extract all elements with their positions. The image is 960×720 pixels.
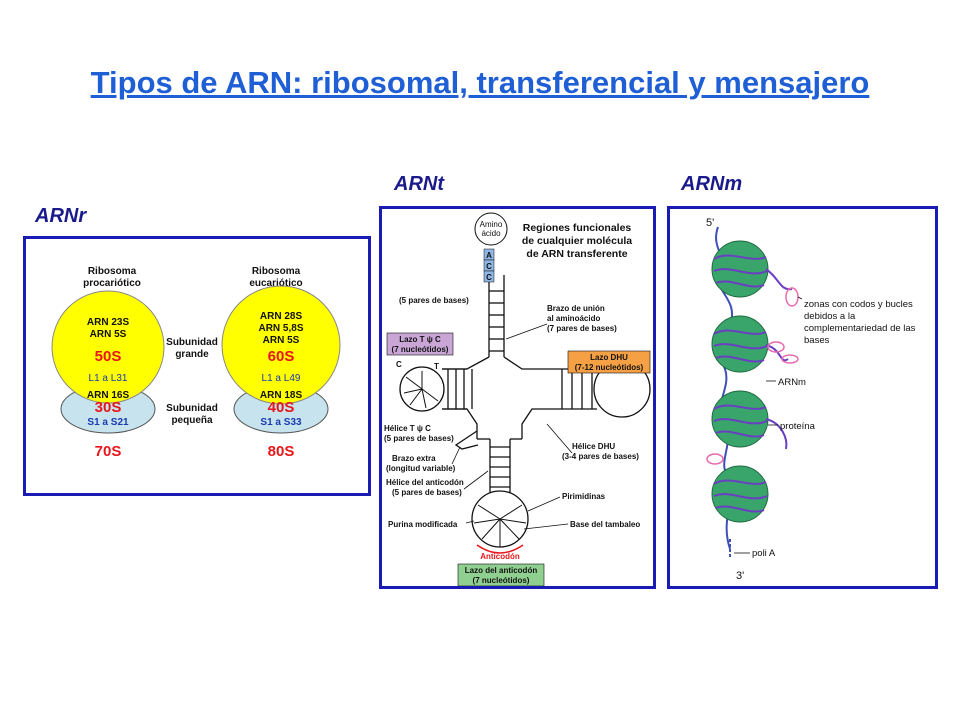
helice-anticodon-2: (5 pares de bases) — [392, 488, 462, 497]
label-arnr: ARNr — [35, 205, 87, 227]
lazo-tc-2: (7 nucleótidos) — [392, 345, 449, 354]
hairpin-loop — [781, 354, 799, 364]
proteina-label: proteína — [780, 421, 816, 432]
mrna-diagram: 5' 3' zonas con codos y bucles debidos a… — [706, 217, 916, 582]
label-arnt: ARNt — [394, 173, 444, 195]
brazo-union-3: (7 pares de bases) — [547, 324, 617, 333]
prok-total: 70S — [95, 443, 122, 460]
acc-c2: C — [486, 273, 492, 282]
ribosome-diagram: Ribosoma procariótico Ribosoma eucarióti… — [51, 266, 341, 460]
prok-title-2: procariótico — [83, 278, 141, 289]
euk-title-2: eucariótico — [249, 278, 302, 289]
arnr-panel: Ribosoma procariótico Ribosoma eucarióti… — [23, 236, 371, 496]
lazo-tc-1: Lazo T ψ C — [399, 335, 441, 344]
zonas-3: complementariedad de las — [804, 323, 916, 334]
five-prime: 5' — [706, 217, 714, 229]
helice-anticodon-1: Hélice del anticodón — [386, 478, 464, 487]
euk-total: 80S — [268, 443, 295, 460]
euk-large-rna-3: ARN 5S — [263, 335, 300, 346]
hairpin-loop — [785, 287, 799, 307]
page-title: Tipos de ARN: ribosomal, transferencial … — [90, 65, 870, 100]
acc-a: A — [486, 251, 492, 260]
helice-tc-1: Hélice T ψ C — [384, 424, 431, 433]
brazo-union-2: al aminoácido — [547, 314, 600, 323]
amino-label-1: Amino — [480, 220, 503, 229]
prok-small-rna: ARN 16S — [87, 390, 130, 401]
trna-heading-2: de cualquier molécula — [522, 235, 632, 247]
helice-tc-2: (5 pares de bases) — [384, 434, 454, 443]
arnt-panel: Regiones funcionales de cualquier molécu… — [379, 206, 656, 589]
lazo-dhu-box — [567, 350, 651, 374]
prok-title-1: Ribosoma — [88, 266, 137, 277]
prok-large-s: 50S — [95, 348, 122, 365]
helice-dhu-2: (3-4 pares de bases) — [562, 452, 639, 461]
amino-acid-circle — [474, 212, 508, 246]
lazo-tc-box — [386, 332, 454, 356]
anticodon-bracket — [476, 544, 524, 554]
lazo-anticodon-1: Lazo del anticodón — [465, 566, 538, 575]
anticodon-label: Anticodón — [480, 552, 520, 561]
hairpin-loop — [767, 341, 785, 353]
prok-large-rna-1: ARN 23S — [87, 317, 130, 328]
acc-c1: C — [486, 262, 492, 271]
euk-small-rna: ARN 18S — [260, 390, 303, 401]
sub-large-1: Subunidad — [166, 337, 218, 348]
arnm-label: ARNm — [778, 377, 806, 388]
euk-large-rna-1: ARN 28S — [260, 311, 303, 322]
lazo-anticodon-box — [457, 563, 545, 586]
helice-dhu-1: Hélice DHU — [572, 442, 615, 451]
sub-small-2: pequeña — [171, 415, 213, 426]
prok-large-subunit — [51, 290, 165, 404]
trna-heading-1: Regiones funcionales — [523, 222, 632, 234]
euk-large-prot: L1 a L49 — [262, 373, 301, 384]
amino-label-2: ácido — [481, 229, 501, 238]
three-prime: 3' — [736, 570, 744, 582]
polia-label: poli A — [752, 548, 776, 559]
prok-small-prot: S1 a S21 — [87, 417, 129, 428]
lazo-dhu-1: Lazo DHU — [590, 353, 628, 362]
euk-large-subunit — [221, 285, 341, 405]
arnm-panel: 5' 3' zonas con codos y bucles debidos a… — [667, 206, 938, 589]
trna-heading-3: de ARN transferente — [526, 248, 627, 260]
label-arnm: ARNm — [681, 173, 743, 195]
euk-small-prot: S1 a S33 — [260, 417, 302, 428]
zonas-1: zonas con codos y bucles — [804, 299, 913, 310]
lazo-anticodon-2: (7 nucleótidos) — [473, 576, 530, 585]
brazo-extra-2: (longitud variable) — [386, 464, 456, 473]
euk-large-s: 60S — [268, 348, 295, 365]
zonas-2: debidos a la — [804, 311, 856, 322]
tambaleo-label: Base del tambaleo — [570, 520, 640, 529]
t-label: T — [434, 362, 439, 371]
zonas-4: bases — [804, 335, 830, 346]
euk-large-rna-2: ARN 5,8S — [258, 323, 303, 334]
euk-small-s: 40S — [268, 399, 295, 416]
c-label: C — [396, 360, 402, 369]
hairpin-loop — [706, 453, 724, 465]
prok-small-s: 30S — [95, 399, 122, 416]
brazo-extra-1: Brazo extra — [392, 454, 436, 463]
prok-large-rna-2: ARN 5S — [90, 329, 127, 340]
trna-diagram: Regiones funcionales de cualquier molécu… — [384, 212, 651, 586]
pirimidinas-label: Pirimidinas — [562, 492, 606, 501]
purina-label: Purina modificada — [388, 520, 458, 529]
lazo-dhu-2: (7-12 nucleótidos) — [575, 363, 644, 372]
brazo-union-1: Brazo de unión — [547, 304, 605, 313]
sub-large-2: grande — [175, 349, 209, 360]
sub-small-1: Subunidad — [166, 403, 218, 414]
prok-large-prot: L1 a L31 — [89, 373, 128, 384]
pairs5-label: (5 pares de bases) — [399, 296, 469, 305]
euk-title-1: Ribosoma — [252, 266, 301, 277]
